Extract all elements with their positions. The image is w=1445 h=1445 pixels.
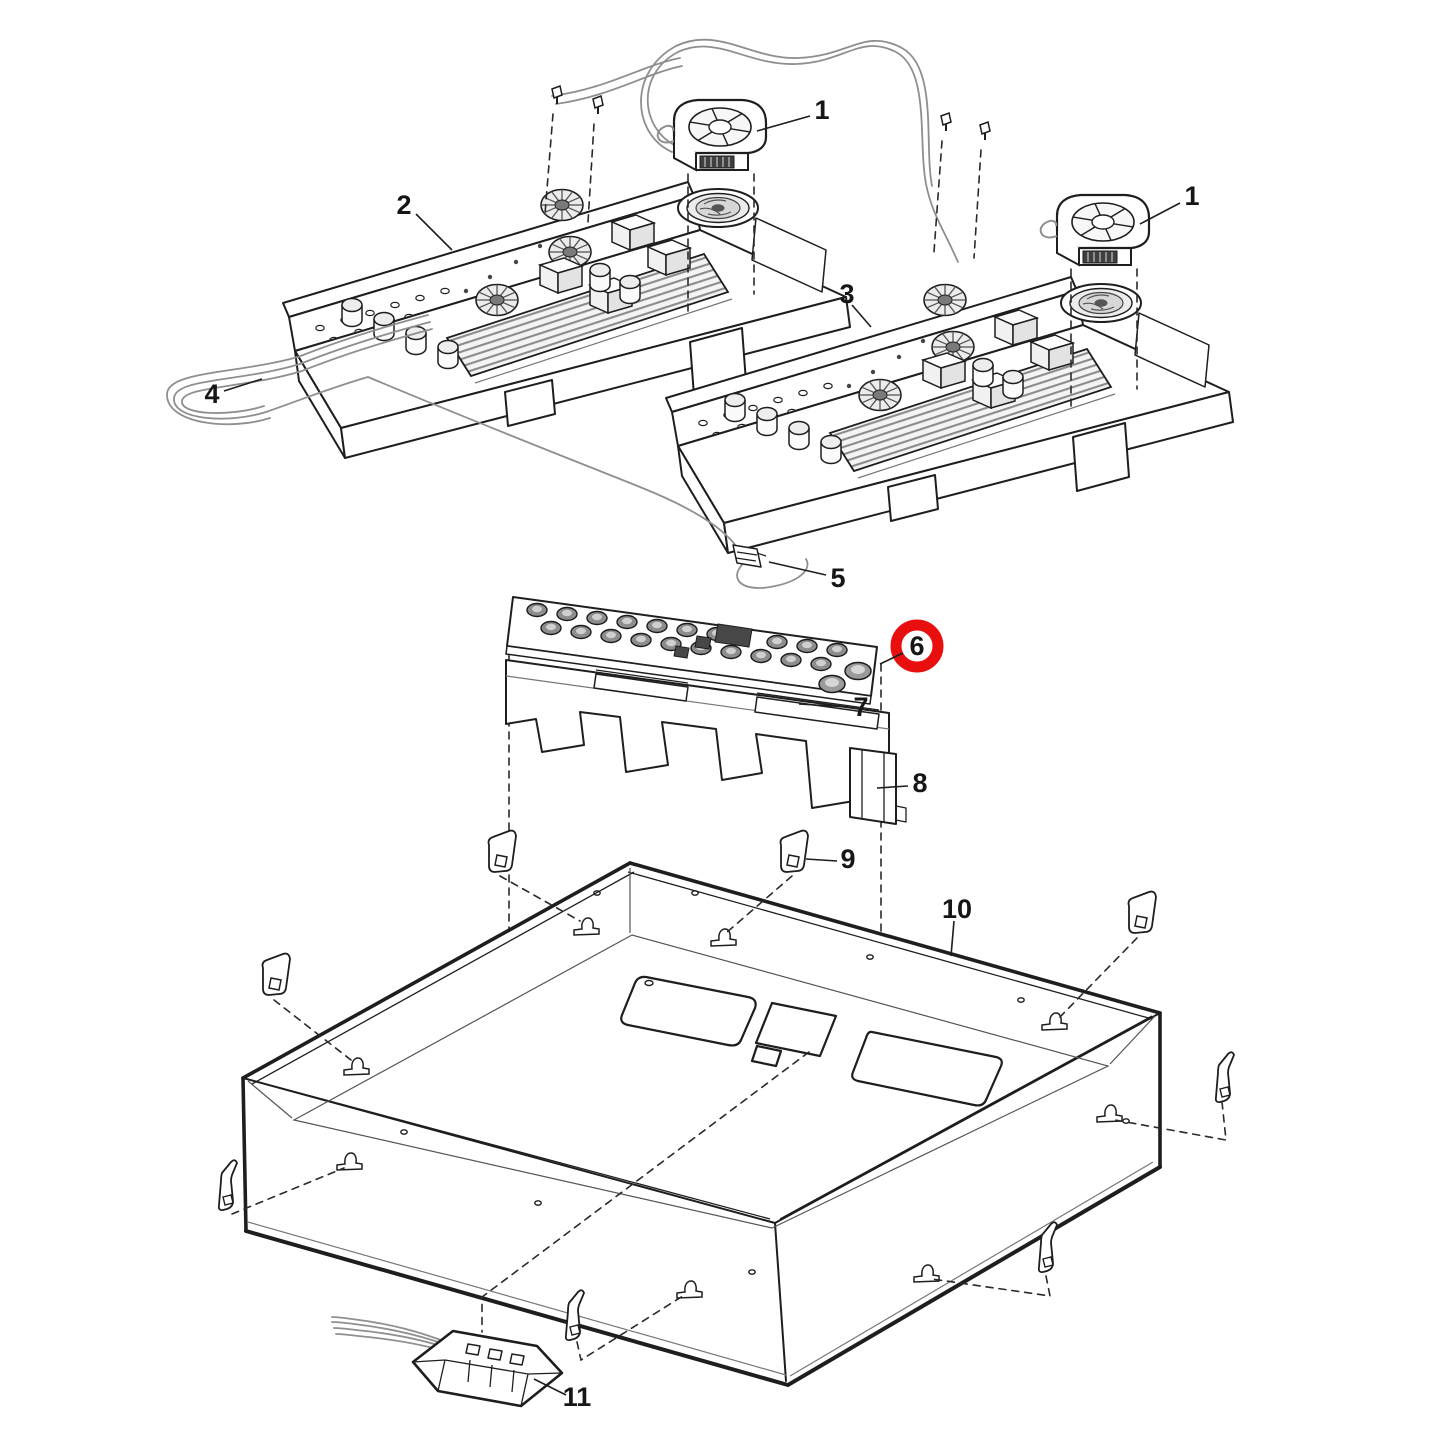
label-panel-carrier: 8: [912, 768, 927, 798]
label-harness: 4: [204, 379, 219, 409]
terminal-block: [331, 1051, 810, 1408]
clip-alignment-dashes: [231, 875, 1227, 1362]
wiring-harness: [166, 314, 809, 589]
clip-flag: [487, 829, 517, 873]
retaining-clips: [217, 829, 1235, 1362]
harness-wires-top: [551, 38, 959, 263]
label-clip: 9: [840, 844, 855, 874]
label-chassis: 10: [942, 894, 972, 924]
floor-cutouts: [620, 975, 1003, 1107]
part-number-labels: 1 2 1 3 4 5 6 7 8 9 10 11: [204, 95, 1199, 1412]
wall-holes: [400, 890, 1130, 1275]
leader-lines: [223, 115, 1181, 1396]
clip-flag: [1127, 890, 1157, 934]
highlight-circle-part-6: [890, 619, 944, 673]
label-fan-right: 1: [1184, 181, 1199, 211]
label-fan-left: 1: [814, 95, 829, 125]
label-module-right: 3: [839, 279, 854, 309]
inline-connector: [732, 544, 767, 568]
clip-flag: [261, 952, 291, 996]
mounting-screws: [544, 85, 991, 259]
control-board: [505, 596, 878, 705]
label-control-board-highlighted: 6: [909, 631, 924, 661]
chassis-pan: [241, 861, 1162, 1388]
clip-flag-labeled-9: [779, 829, 809, 873]
label-board-bracket: 7: [853, 692, 868, 722]
label-module-left: 2: [396, 190, 411, 220]
label-terminal-block: 11: [563, 1382, 592, 1412]
label-connector: 5: [830, 563, 845, 593]
board-bracket: [593, 669, 880, 730]
